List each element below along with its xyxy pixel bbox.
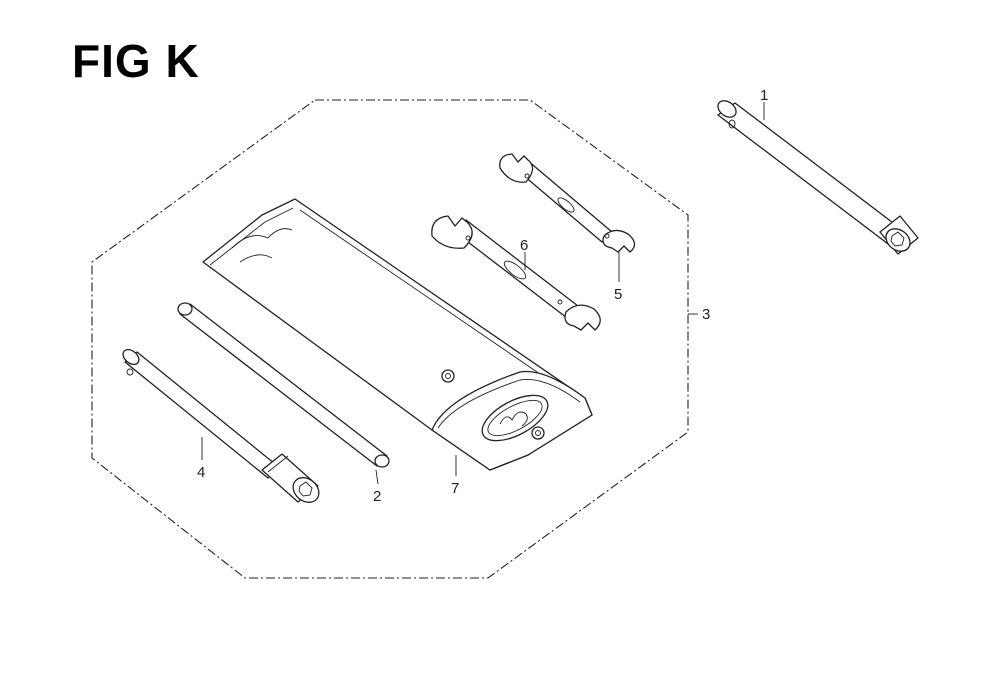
callout-4: 4 [197, 464, 205, 481]
leader-2 [375, 469, 379, 485]
open-end-wrench-small [499, 153, 636, 253]
tool-pouch [202, 198, 593, 471]
callout-5: 5 [614, 286, 622, 303]
callout-3: 3 [702, 306, 710, 323]
callout-2: 2 [373, 488, 381, 505]
handle-rod [177, 302, 390, 468]
box-wrench-small [122, 348, 320, 503]
callout-7: 7 [451, 480, 459, 497]
kit-boundary [91, 99, 689, 579]
callout-6: 6 [520, 237, 528, 254]
box-wrench-large [717, 100, 919, 255]
open-end-wrench-large [431, 215, 601, 331]
figure-title: FIG K [72, 35, 200, 87]
callout-1: 1 [760, 87, 768, 104]
